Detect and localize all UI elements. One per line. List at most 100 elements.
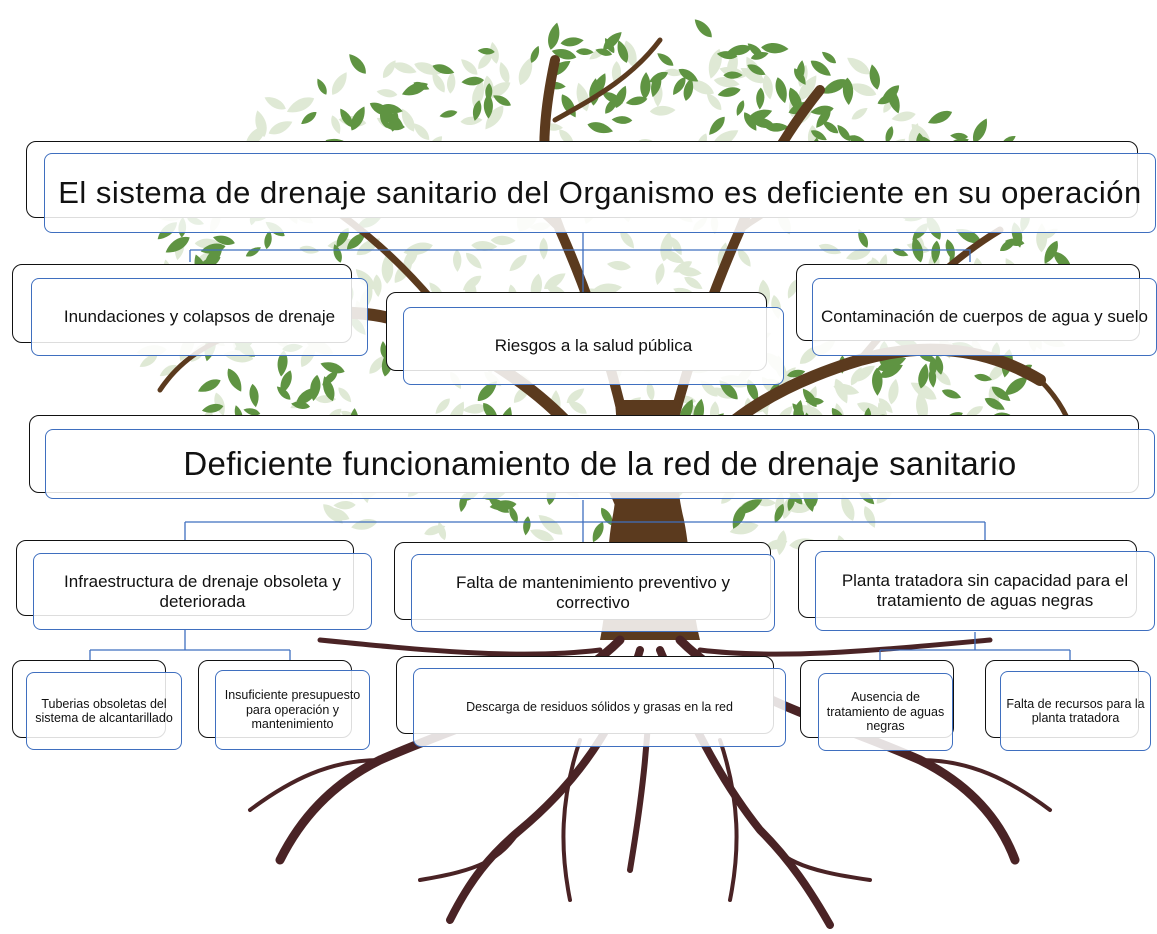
leaf-icon bbox=[869, 64, 880, 90]
leaf-icon bbox=[264, 97, 286, 110]
connector-causes bbox=[184, 500, 986, 545]
leaf-icon bbox=[726, 44, 752, 56]
leaf-icon bbox=[568, 400, 587, 414]
leaf-icon bbox=[750, 52, 769, 60]
leaf-icon bbox=[816, 109, 831, 128]
leaf-icon bbox=[651, 73, 662, 98]
leaf-icon bbox=[717, 87, 741, 97]
leaf-icon bbox=[566, 388, 585, 403]
cause-box-1: Infraestructura de drenaje obsoleta y de… bbox=[33, 553, 372, 630]
cause-box-2: Falta de mantenimiento preventivo y corr… bbox=[411, 554, 775, 632]
leaf-icon bbox=[346, 232, 366, 250]
leaf-icon bbox=[331, 72, 347, 95]
leaf-icon bbox=[762, 74, 773, 100]
subcause-2-text: Insuficiente presupuesto para operación … bbox=[224, 688, 361, 732]
leaf-icon bbox=[1044, 240, 1058, 264]
leaf-icon bbox=[708, 48, 722, 79]
effect-1-text: Inundaciones y colapsos de drenaje bbox=[63, 307, 336, 327]
leaf-icon bbox=[810, 105, 834, 115]
leaf-icon bbox=[677, 267, 702, 277]
leaf-icon bbox=[376, 89, 398, 98]
leaf-icon bbox=[818, 243, 842, 255]
effect-box-3: Contaminación de cuerpos de agua y suelo bbox=[812, 278, 1157, 356]
leaf-icon bbox=[620, 230, 634, 249]
leaf-icon bbox=[227, 368, 242, 392]
leaf-icon bbox=[538, 515, 563, 535]
leaf-icon bbox=[750, 117, 775, 129]
leaf-icon bbox=[732, 504, 746, 529]
leaf-icon bbox=[432, 72, 445, 93]
leaf-icon bbox=[380, 341, 387, 359]
leaf-icon bbox=[200, 243, 226, 254]
leaf-icon bbox=[974, 373, 993, 382]
leaf-icon bbox=[743, 112, 757, 131]
leaf-icon bbox=[723, 71, 743, 79]
leaf-icon bbox=[984, 397, 1005, 410]
leaf-icon bbox=[747, 64, 766, 76]
leaf-icon bbox=[453, 249, 462, 272]
leaf-icon bbox=[822, 121, 839, 134]
leaf-icon bbox=[338, 387, 352, 403]
subcause-1-text: Tuberias obsoletas del sistema de alcant… bbox=[35, 696, 173, 725]
leaf-icon bbox=[340, 108, 353, 128]
leaf-icon bbox=[483, 94, 493, 119]
leaf-icon bbox=[548, 22, 560, 50]
leaf-icon bbox=[879, 364, 903, 378]
subcause-4-text: Ausencia de tratamiento de aguas negras bbox=[826, 690, 945, 734]
leaf-icon bbox=[460, 116, 483, 125]
leaf-icon bbox=[286, 97, 315, 113]
leaf-icon bbox=[592, 73, 606, 98]
leaf-icon bbox=[810, 130, 827, 141]
leaf-icon bbox=[918, 363, 929, 389]
subcause-box-3: Descarga de residuos sólidos y grasas en… bbox=[413, 668, 786, 747]
leaf-icon bbox=[872, 367, 883, 396]
leaf-icon bbox=[477, 381, 498, 402]
leaf-icon bbox=[382, 60, 396, 79]
leaf-icon bbox=[687, 79, 715, 95]
leaf-icon bbox=[747, 109, 773, 122]
leaf-icon bbox=[852, 365, 875, 382]
leaf-icon bbox=[544, 273, 566, 290]
core-problem-box: Deficiente funcionamiento de la red de d… bbox=[45, 429, 1155, 499]
leaf-icon bbox=[401, 108, 415, 132]
cause-box-3: Planta tratadora sin capacidad para el t… bbox=[815, 551, 1155, 631]
leaf-icon bbox=[821, 51, 837, 64]
subcause-5-text: Falta de recursos para la planta tratado… bbox=[1006, 696, 1145, 725]
leaf-icon bbox=[927, 110, 953, 124]
leaf-icon bbox=[794, 68, 806, 85]
leaf-icon bbox=[392, 62, 417, 74]
leaf-icon bbox=[509, 255, 527, 272]
leaf-icon bbox=[878, 398, 893, 414]
leaf-icon bbox=[694, 19, 712, 38]
leaf-icon bbox=[349, 54, 366, 74]
effect-box-1: Inundaciones y colapsos de drenaje bbox=[31, 278, 368, 356]
leaf-icon bbox=[249, 383, 259, 408]
leaf-icon bbox=[523, 516, 531, 536]
leaf-icon bbox=[413, 123, 430, 140]
leaf-icon bbox=[350, 106, 365, 131]
leaf-icon bbox=[432, 64, 455, 75]
leaf-icon bbox=[490, 235, 516, 246]
leaf-icon bbox=[539, 237, 548, 260]
leaf-icon bbox=[738, 248, 751, 267]
leaf-icon bbox=[461, 76, 485, 86]
leaf-icon bbox=[810, 60, 831, 76]
leaf-icon bbox=[857, 402, 884, 416]
leaf-icon bbox=[276, 386, 291, 400]
leaf-icon bbox=[649, 105, 676, 116]
subcause-box-4: Ausencia de tratamiento de aguas negras bbox=[818, 673, 953, 751]
leaf-icon bbox=[439, 110, 458, 118]
leaf-icon bbox=[719, 380, 738, 400]
leaf-icon bbox=[671, 237, 682, 256]
leaf-icon bbox=[851, 107, 868, 120]
leaf-icon bbox=[317, 78, 327, 95]
subcause-box-2: Insuficiente presupuesto para operación … bbox=[215, 670, 370, 750]
effect-box-2: Riesgos a la salud pública bbox=[403, 307, 784, 385]
leaf-icon bbox=[461, 59, 478, 75]
leaf-icon bbox=[403, 242, 433, 255]
leaf-icon bbox=[471, 241, 498, 251]
leaf-icon bbox=[414, 62, 441, 75]
leaf-icon bbox=[891, 111, 916, 122]
leaf-icon bbox=[933, 368, 951, 386]
leaf-icon bbox=[880, 85, 900, 104]
